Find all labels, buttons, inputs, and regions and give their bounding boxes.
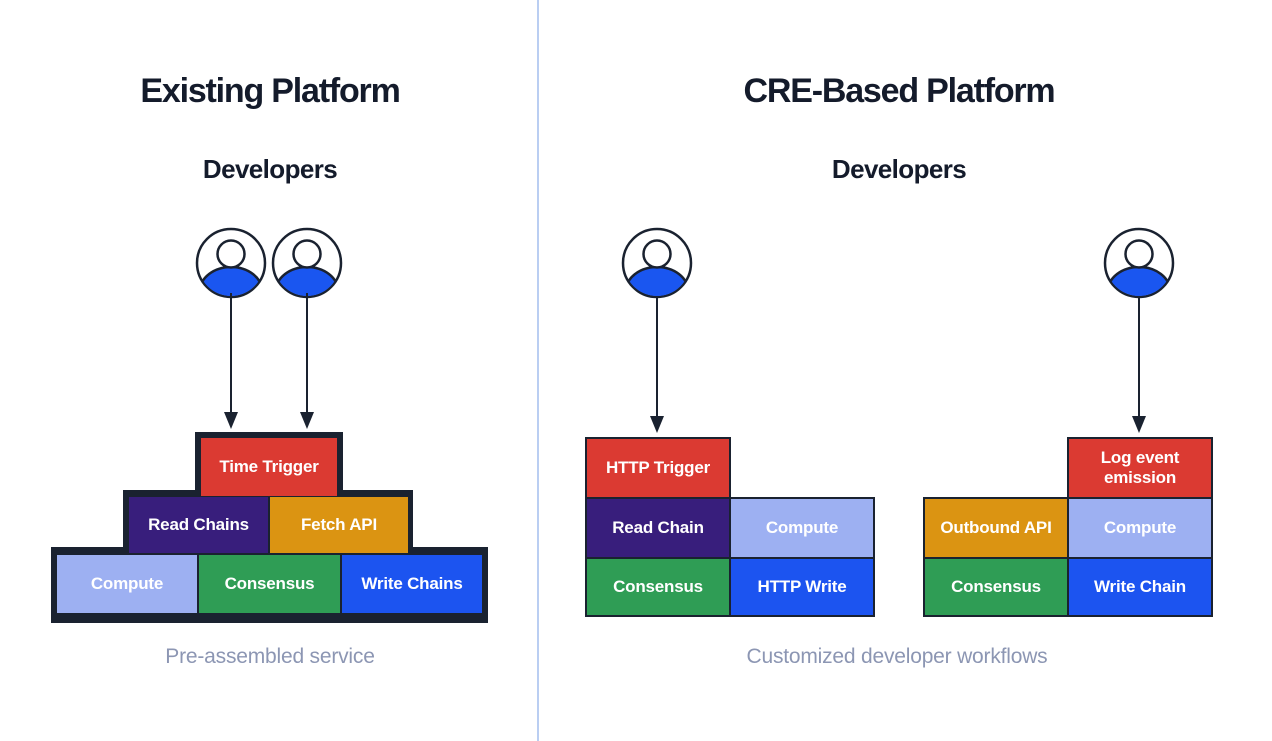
developer-icon bbox=[195, 227, 267, 299]
block-fetch-api: Fetch API bbox=[270, 497, 408, 553]
right-panel-subtitle: Developers bbox=[831, 154, 967, 184]
developer-icon bbox=[621, 227, 693, 299]
arrow-down-icon bbox=[650, 297, 664, 433]
arrow-down-icon bbox=[1132, 297, 1146, 433]
right-panel-title: CRE-Based Platform bbox=[743, 72, 1056, 110]
block-consensus: Consensus bbox=[199, 555, 340, 613]
arrow-down-icon bbox=[224, 293, 238, 429]
block-compute: Compute bbox=[57, 555, 197, 613]
developer-icon bbox=[1103, 227, 1175, 299]
developer-icon bbox=[271, 227, 343, 299]
block-time-trigger: Time Trigger bbox=[201, 438, 337, 496]
person-head bbox=[292, 239, 322, 269]
left-panel-caption: Pre-assembled service bbox=[165, 645, 375, 668]
block-compute: Compute bbox=[729, 497, 875, 559]
block-outbound-api: Outbound API bbox=[923, 497, 1069, 559]
panel-divider bbox=[537, 0, 539, 741]
block-consensus: Consensus bbox=[585, 557, 731, 617]
block-http-trigger: HTTP Trigger bbox=[585, 437, 731, 499]
person-head bbox=[642, 239, 672, 269]
person-head bbox=[216, 239, 246, 269]
block-http-write: HTTP Write bbox=[729, 557, 875, 617]
block-read-chains: Read Chains bbox=[129, 497, 268, 553]
block-read-chain: Read Chain bbox=[585, 497, 731, 559]
right-panel-caption: Customized developer workflows bbox=[746, 645, 1048, 668]
person-head bbox=[1124, 239, 1154, 269]
block-compute: Compute bbox=[1067, 497, 1213, 559]
left-panel-title: Existing Platform bbox=[140, 72, 400, 110]
block-write-chains: Write Chains bbox=[342, 555, 482, 613]
block-write-chain: Write Chain bbox=[1067, 557, 1213, 617]
arrow-down-icon bbox=[300, 293, 314, 429]
block-log-event-emission: Log event emission bbox=[1067, 437, 1213, 499]
left-panel-subtitle: Developers bbox=[202, 154, 338, 184]
block-consensus: Consensus bbox=[923, 557, 1069, 617]
